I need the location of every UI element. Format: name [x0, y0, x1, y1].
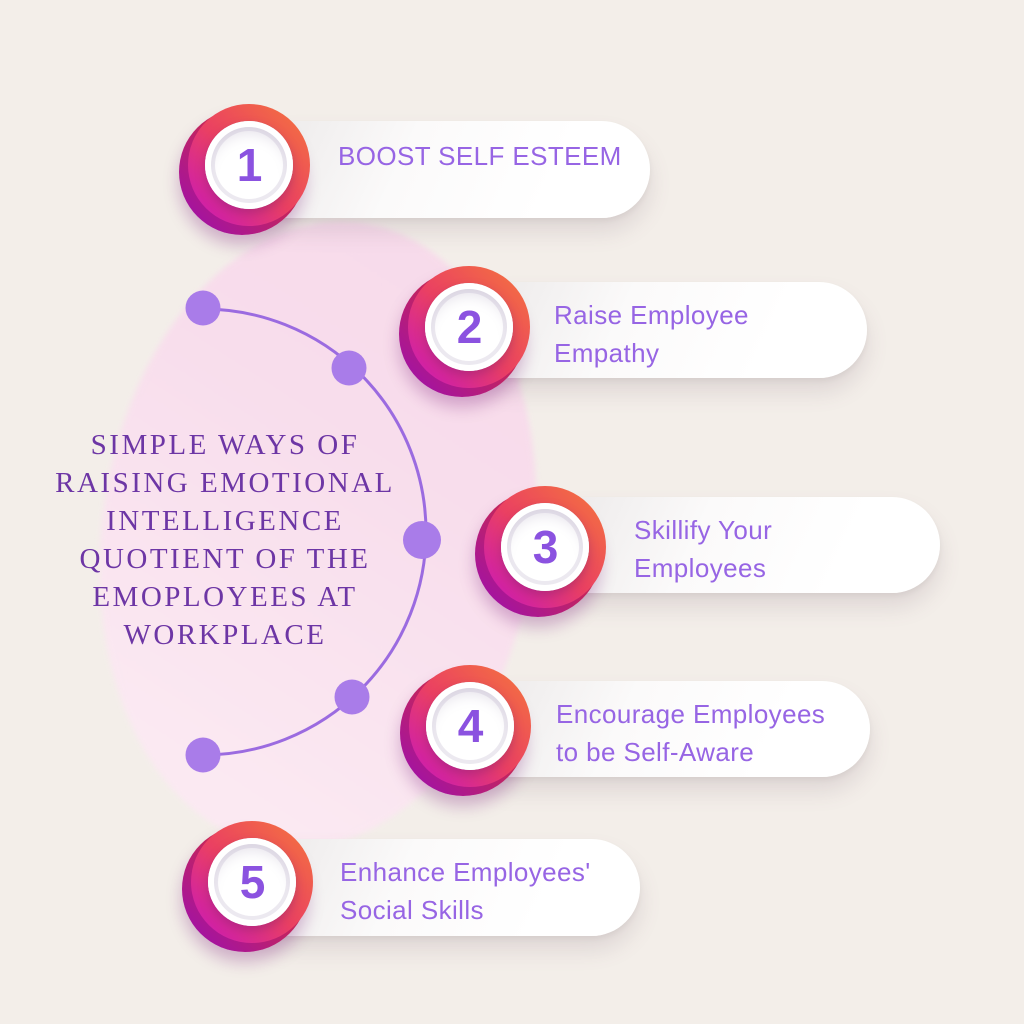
title-line: WORKPLACE: [123, 619, 327, 651]
step-pill-1: BOOST SELF ESTEEM: [240, 121, 650, 218]
step-label-line: to be Self-Aware: [556, 737, 755, 767]
badge-back-circle: [179, 109, 305, 235]
title-line: QUOTIENT OF THE: [79, 543, 371, 575]
step-label-line: Enhance Employees': [340, 857, 591, 887]
step-pill-3: Skillify Your Employees: [536, 497, 940, 593]
title-line: SIMPLE WAYS OF: [90, 429, 360, 461]
step-label-3: Skillify Your Employees: [536, 497, 940, 587]
step-label-line: Raise Employee: [554, 300, 749, 330]
step-label-2: Raise Employee Empathy: [456, 282, 867, 372]
step-label-line: Social Skills: [340, 895, 484, 925]
step-label-line: Encourage Employees: [556, 699, 826, 729]
step-number: 5: [239, 856, 266, 908]
title-line: INTELLIGENCE: [106, 505, 344, 537]
step-pill-4: Encourage Employees to be Self-Aware: [458, 681, 870, 777]
badge-inner-circle: 1: [205, 121, 293, 209]
step-label-4: Encourage Employees to be Self-Aware: [458, 681, 870, 771]
step-number-badge-1: 1: [179, 104, 310, 235]
step-label-line: Skillify Your: [634, 515, 773, 545]
title-line: EMOPLOYEES AT: [92, 581, 358, 613]
step-label-line: Employees: [634, 553, 767, 583]
title-line: RAISING EMOTIONAL: [55, 467, 395, 499]
step-pill-2: Raise Employee Empathy: [456, 282, 867, 378]
step-label-line: BOOST SELF ESTEEM: [338, 141, 622, 171]
badge-inner-circle: 5: [208, 838, 296, 926]
step-pill-5: Enhance Employees' Social Skills: [242, 839, 640, 936]
step-number: 3: [532, 521, 559, 573]
step-label-line: Empathy: [554, 338, 660, 368]
page-title: SIMPLE WAYS OF RAISING EMOTIONAL INTELLI…: [26, 426, 424, 654]
step-label-5: Enhance Employees' Social Skills: [242, 839, 640, 929]
badge-gradient-ring: [188, 104, 310, 226]
step-label-1: BOOST SELF ESTEEM: [240, 121, 650, 175]
step-number: 1: [236, 139, 263, 191]
